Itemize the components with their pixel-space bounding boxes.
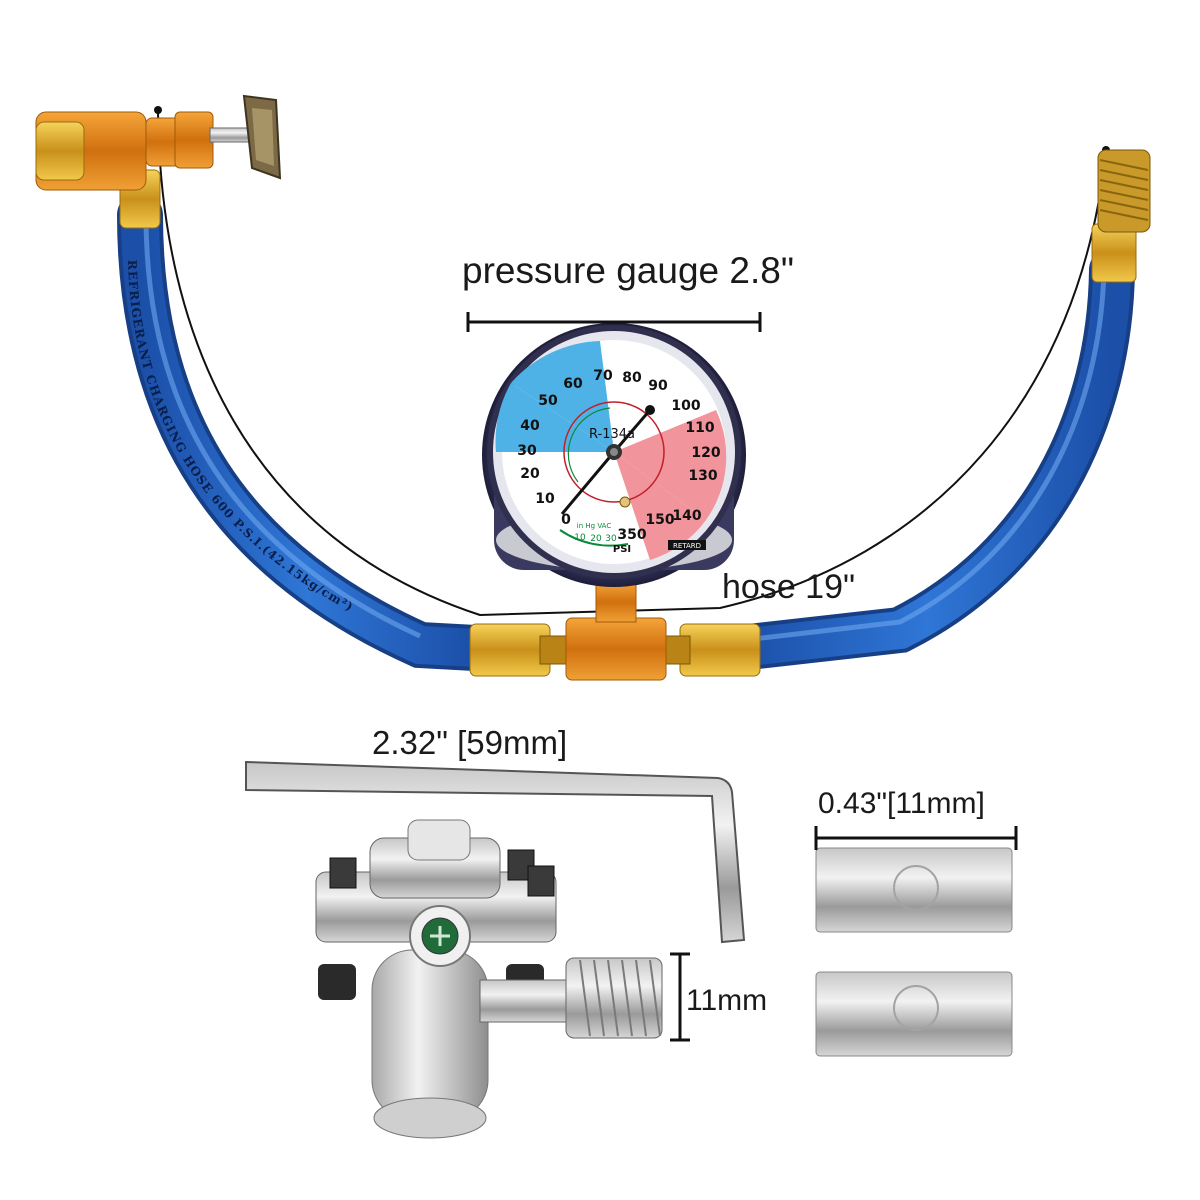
gauge-dimension-bar [466, 312, 762, 332]
thread-dimension-bar [670, 952, 690, 1042]
gauge-unit-label: PSI [613, 544, 631, 555]
gauge-tick-30: 30 [517, 443, 537, 459]
gauge-retard-label: RETARD [673, 542, 701, 550]
sleeve-dimension-bar [814, 826, 1018, 850]
gauge-tick-120: 120 [691, 445, 720, 461]
gauge-tick-100: 100 [671, 398, 700, 414]
gauge-vac-30: 30 [605, 534, 617, 544]
gauge-vac-10: 10 [574, 533, 586, 543]
gauge-vacuum-label: in Hg VAC [577, 522, 612, 530]
gauge-dimension-label: pressure gauge 2.8" [462, 250, 794, 291]
gauge-tick-80: 80 [622, 370, 642, 386]
can-tap-valve [35, 94, 282, 229]
pressure-gauge: 0 10 20 30 40 50 60 70 80 90 100 110 120… [482, 323, 746, 587]
gauge-refrigerant-label: R-134a [589, 427, 635, 442]
hex-key [245, 760, 746, 944]
gauge-tick-20: 20 [520, 466, 540, 482]
tee-fitting [469, 581, 761, 681]
gauge-tick-70: 70 [593, 368, 613, 384]
sleeve-dimension-label: 0.43"[11mm] [818, 787, 985, 820]
hose-dimension-label: hose 19" [722, 568, 856, 606]
gauge-blue-zone [511, 341, 614, 452]
gauge-tick-10: 10 [535, 491, 555, 507]
charging-hose [117, 192, 1135, 671]
sleeve-top [815, 847, 1013, 933]
gauge-tick-110: 110 [685, 420, 714, 436]
hex-key-dimension-label: 2.32" [59mm] [372, 724, 568, 761]
piercing-valve [315, 819, 663, 1139]
gauge-tick-140: 140 [672, 508, 701, 524]
gauge-tick-350: 350 [617, 527, 646, 543]
gauge-vac-20: 20 [590, 534, 602, 544]
gauge-needle [560, 451, 616, 515]
gauge-tick-60: 60 [563, 376, 583, 392]
gauge-red-zone [614, 410, 727, 520]
gauge-tick-90: 90 [648, 378, 668, 394]
sleeve-bottom [815, 971, 1013, 1057]
gauge-tick-50: 50 [538, 393, 558, 409]
gauge-tick-40: 40 [520, 418, 540, 434]
gauge-tick-130: 130 [688, 468, 717, 484]
gauge-tick-0: 0 [561, 512, 571, 528]
quick-coupler [1091, 149, 1151, 283]
thread-dimension-label: 11mm [686, 984, 768, 1017]
gauge-tick-150: 150 [645, 512, 674, 528]
